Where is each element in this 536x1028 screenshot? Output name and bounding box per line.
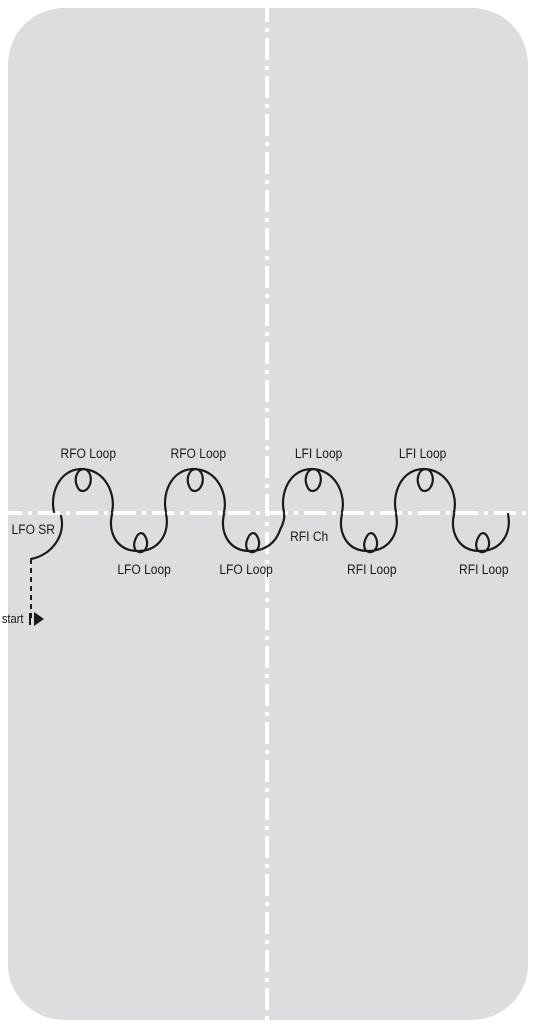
lower-loop-label: LFO Loop: [219, 561, 273, 577]
upper-loop-tracing: [52, 467, 114, 514]
upper-loop-label: LFI Loop: [399, 445, 446, 461]
lower-loop-tracing: [221, 512, 282, 554]
change-edge-tracing: [278, 512, 286, 532]
upper-loop-label: RFO Loop: [171, 445, 227, 461]
lower-loop-label: RFI Loop: [347, 561, 396, 577]
start-arrow-icon: [34, 612, 44, 626]
upper-loop-label: RFO Loop: [61, 445, 117, 461]
lower-loop-tracing: [451, 512, 510, 554]
lower-loop-tracing: [339, 512, 398, 554]
entry-edge-tracing: [29, 514, 64, 561]
start-label: start: [2, 611, 24, 626]
upper-loop-tracing: [164, 467, 226, 514]
entry-edge-label: LFO SR: [12, 521, 55, 537]
upper-loop-label: LFI Loop: [295, 445, 342, 461]
lower-loop-tracing: [109, 512, 168, 554]
change-edge-label: RFI Ch: [290, 528, 328, 544]
lower-loop-label: LFO Loop: [117, 561, 171, 577]
upper-loop-tracing: [282, 467, 344, 514]
lower-loop-label: RFI Loop: [459, 561, 508, 577]
upper-loop-tracing: [394, 467, 456, 514]
